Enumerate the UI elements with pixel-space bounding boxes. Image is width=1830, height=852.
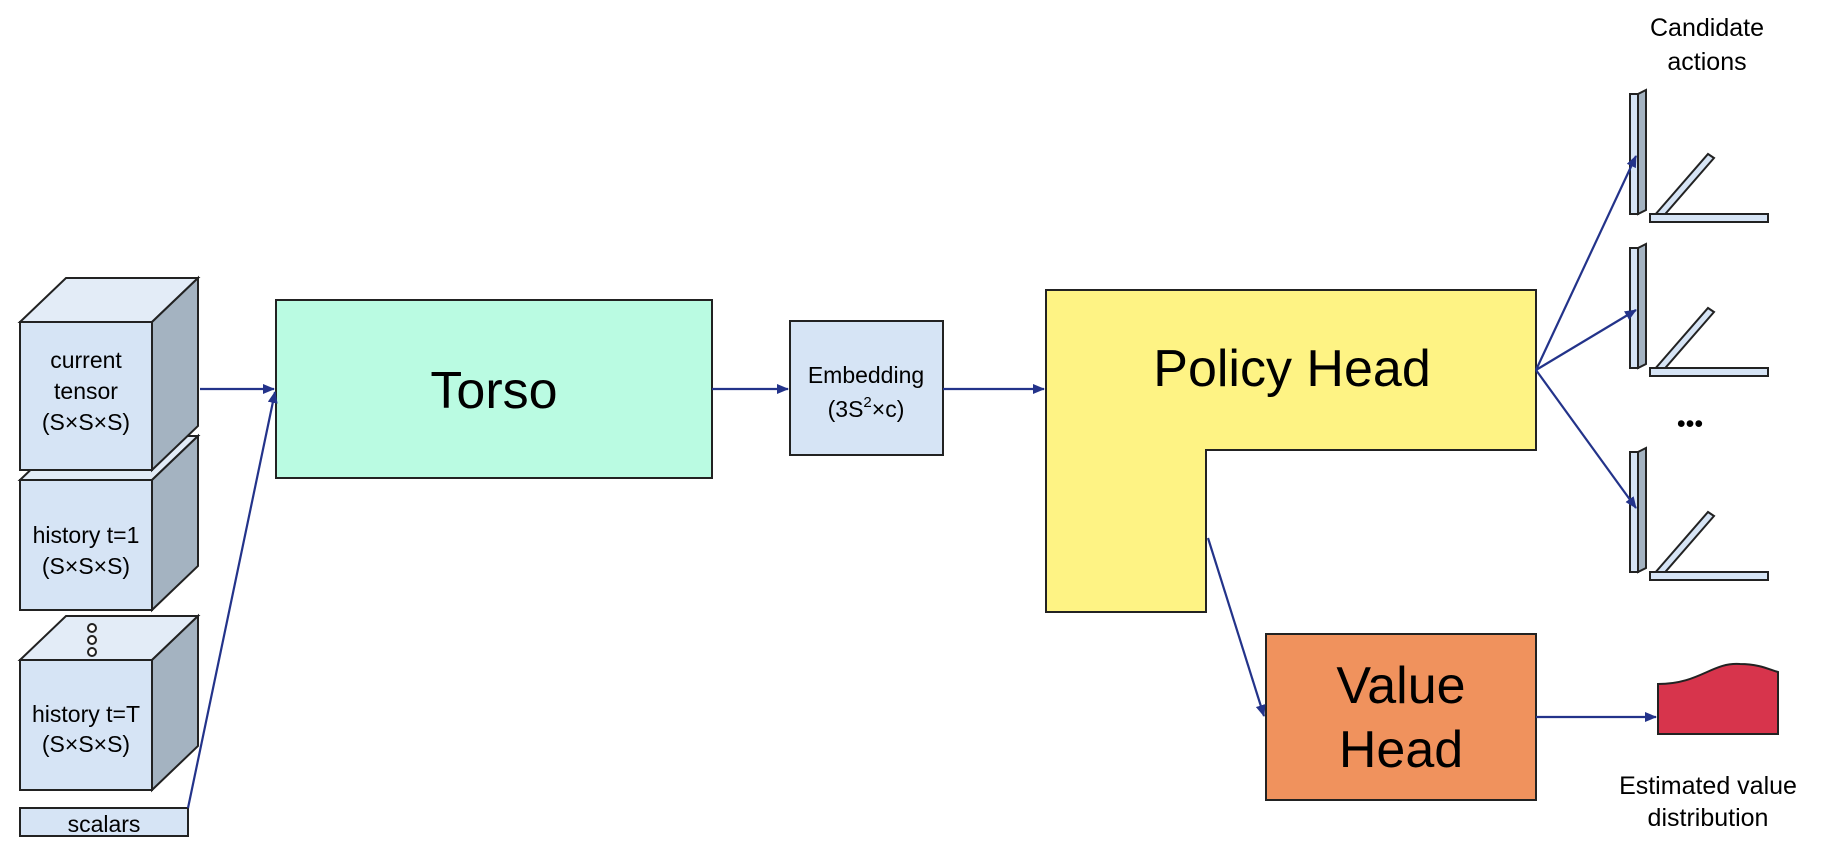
actions-ellipsis: ••• bbox=[1677, 410, 1703, 438]
scalars-box bbox=[19, 807, 189, 837]
current-tensor-line1: current bbox=[50, 347, 122, 373]
history-dots bbox=[87, 623, 97, 657]
cube-current-front bbox=[19, 321, 153, 471]
torso-label: Torso bbox=[430, 362, 557, 420]
estimated-value-line1: Estimated value bbox=[1619, 772, 1797, 800]
arrow-scalars-to-torso bbox=[186, 391, 278, 809]
cube-history-T bbox=[17, 613, 201, 793]
arrow-policy-to-action-1 bbox=[1535, 155, 1637, 371]
estimated-value-line2: distribution bbox=[1648, 804, 1769, 832]
action-icon-3 bbox=[1629, 446, 1769, 581]
scalars-label: scalars bbox=[68, 811, 141, 837]
current-tensor-line2: tensor bbox=[54, 378, 118, 404]
value-head-box bbox=[1265, 633, 1537, 801]
value-head-label-line2: Head bbox=[1339, 721, 1463, 779]
cube-current bbox=[17, 275, 201, 473]
value-distribution-shape bbox=[1657, 662, 1779, 735]
embedding-shape: (3S2×c) bbox=[828, 394, 905, 422]
action-icon-1 bbox=[1629, 88, 1769, 223]
action-icon-2 bbox=[1629, 242, 1769, 377]
candidate-actions-line1: Candidate bbox=[1650, 14, 1764, 42]
policy-head-label: Policy Head bbox=[1153, 340, 1430, 398]
embedding-label: Embedding bbox=[808, 362, 924, 388]
history-1-shape: (S×S×S) bbox=[42, 553, 130, 579]
policy-head-box bbox=[1045, 289, 1537, 613]
candidate-actions-line2: actions bbox=[1667, 48, 1746, 76]
torso-box bbox=[275, 299, 713, 479]
history-T-label: history t=T bbox=[32, 701, 140, 727]
value-head-label-line1: Value bbox=[1336, 657, 1465, 715]
history-T-shape: (S×S×S) bbox=[42, 731, 130, 757]
arrow-policy-to-action-3 bbox=[1535, 369, 1637, 509]
cube-history-T-front bbox=[19, 659, 153, 791]
arrow-policy-to-value bbox=[1206, 537, 1266, 717]
arrow-policy-to-action-2 bbox=[1535, 309, 1637, 371]
current-tensor-shape: (S×S×S) bbox=[42, 409, 130, 435]
cube-history-1-front bbox=[19, 479, 153, 611]
history-1-label: history t=1 bbox=[33, 522, 140, 548]
embedding-box bbox=[789, 320, 944, 456]
